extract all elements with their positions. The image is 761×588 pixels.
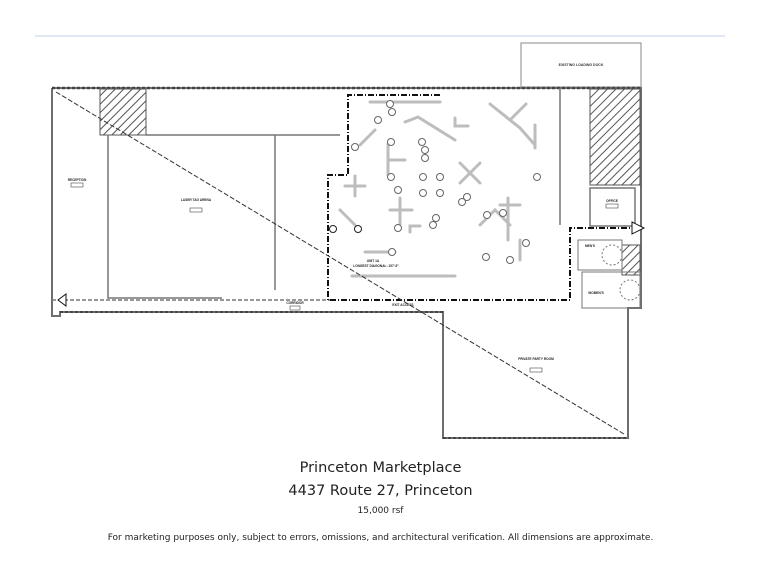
header-divider (35, 35, 725, 37)
floor-plan: EXISTING LOADING DOCK (51, 42, 646, 439)
building-outline (51, 86, 642, 439)
arena-posts (329, 100, 541, 264)
svg-text:RECEPTION: RECEPTION (68, 178, 87, 182)
longest-diagonal (55, 91, 625, 435)
hatched-area-storage (99, 88, 147, 136)
interior-walls (52, 88, 636, 301)
hatched-area-east (589, 88, 641, 186)
svg-text:LASER TAG ARENA: LASER TAG ARENA (181, 198, 212, 202)
disclaimer: For marketing purposes only, subject to … (107, 533, 654, 543)
svg-text:MEN'S: MEN'S (585, 244, 595, 248)
svg-text:EXIT ACCESS: EXIT ACCESS (392, 303, 413, 307)
unit-boundary (327, 94, 632, 301)
exit-arrow-west (57, 293, 67, 307)
svg-text:OFFICE: OFFICE (606, 199, 618, 203)
property-title: Princeton Marketplace (299, 460, 462, 476)
svg-text:UNIT 1A: UNIT 1A (367, 259, 380, 263)
svg-text:WOMEN'S: WOMEN'S (588, 291, 603, 295)
svg-text:PRIVATE PARTY ROOM: PRIVATE PARTY ROOM (518, 357, 554, 361)
property-area: 15,000 rsf (357, 506, 404, 516)
svg-text:EXISTING LOADING DOCK: EXISTING LOADING DOCK (559, 63, 604, 67)
arena-obstacles (338, 100, 537, 278)
svg-text:CORRIDOR: CORRIDOR (286, 301, 304, 305)
restrooms (577, 239, 641, 309)
loading-dock: EXISTING LOADING DOCK (520, 42, 642, 88)
property-address: 4437 Route 27, Princeton (288, 483, 473, 499)
room-labels: RECEPTION LASER TAG ARENA UNIT 1A LONGES… (68, 178, 619, 373)
svg-text:LONGEST DIAGONAL: 157'-9": LONGEST DIAGONAL: 157'-9" (353, 264, 399, 268)
exit-arrow-east (631, 221, 646, 235)
hatched-area-restroom (621, 244, 641, 276)
